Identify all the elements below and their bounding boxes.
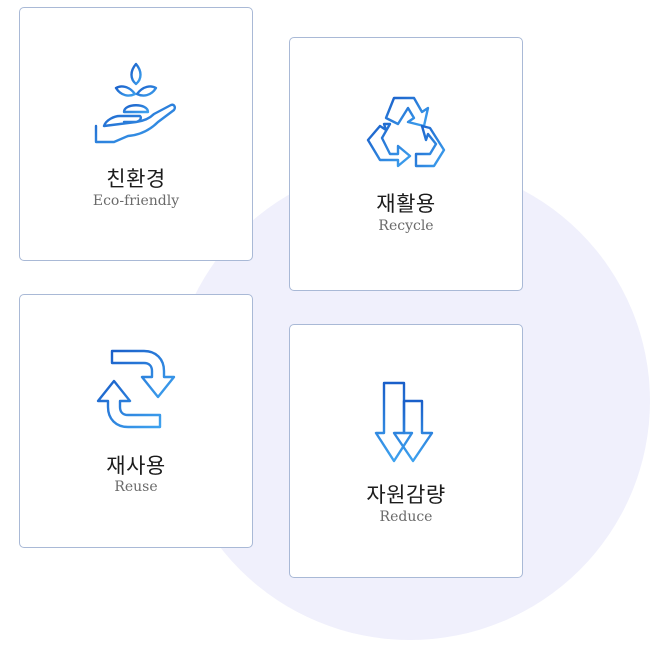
card-recycle[interactable]: 재활용 Recycle (289, 37, 523, 291)
recycle-icon (364, 94, 448, 170)
card-subtitle: Reuse (114, 479, 158, 495)
card-subtitle: Eco-friendly (92, 193, 180, 209)
down-arrows-icon (374, 381, 438, 465)
card-subtitle: Reduce (379, 509, 433, 525)
card-reduce[interactable]: 자원감량 Reduce (289, 324, 523, 578)
reuse-arrows-icon (94, 347, 178, 431)
card-title: 재사용 (106, 454, 166, 478)
card-title: 친환경 (106, 167, 166, 191)
card-subtitle: Recycle (378, 218, 434, 234)
card-reuse[interactable]: 재사용 Reuse (19, 294, 253, 548)
card-eco-friendly[interactable]: 친환경 Eco-friendly (19, 7, 253, 261)
plant-hand-icon (94, 60, 178, 144)
card-title: 자원감량 (366, 483, 446, 507)
card-title: 재활용 (376, 192, 436, 216)
